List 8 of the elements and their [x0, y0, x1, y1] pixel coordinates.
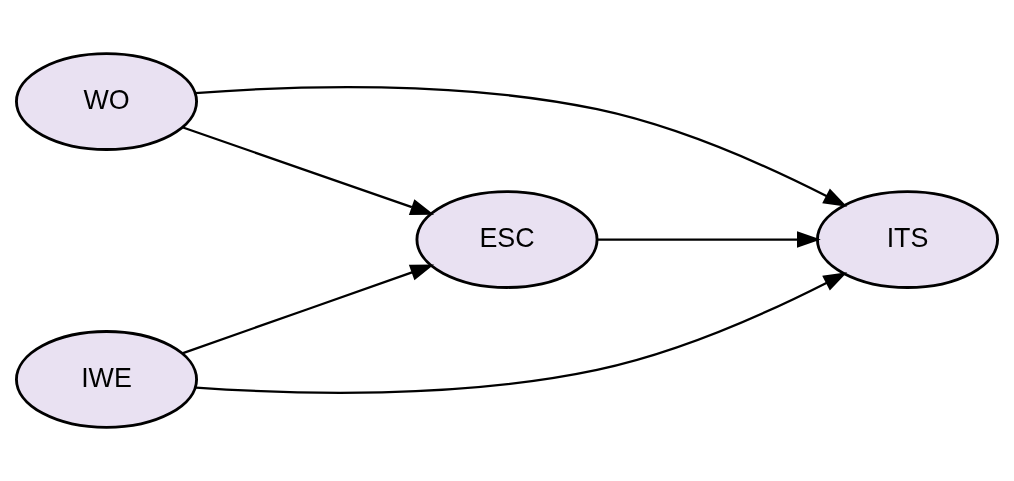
arrow	[195, 272, 848, 394]
arrow	[182, 264, 435, 355]
node-ellipse: IWE	[15, 330, 198, 429]
arrow	[195, 86, 848, 207]
arrow	[597, 231, 821, 248]
arrow	[182, 126, 435, 215]
node-ellipse: WO	[15, 52, 198, 151]
node-ellipse: ESC	[415, 190, 599, 289]
